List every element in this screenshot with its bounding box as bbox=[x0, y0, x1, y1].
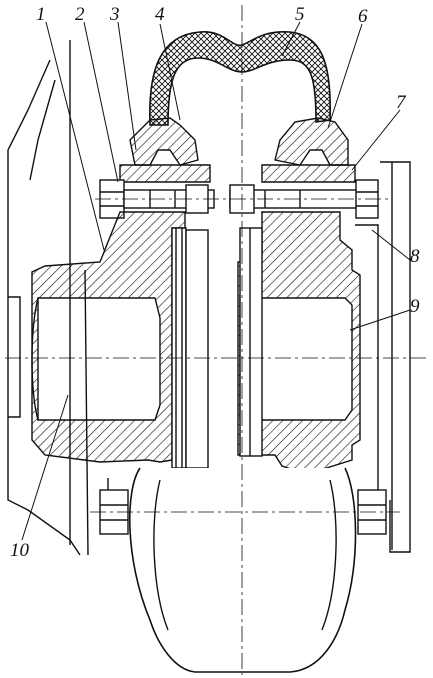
left-half-coupling bbox=[31, 211, 186, 463]
leader-3 bbox=[117, 21, 137, 151]
lower-left-bolt bbox=[99, 478, 129, 535]
left-shaft bbox=[8, 296, 21, 418]
right-clamping-ring bbox=[274, 117, 349, 166]
callout-3: 3 bbox=[109, 4, 120, 25]
callout-6: 6 bbox=[358, 6, 368, 27]
left-web bbox=[171, 227, 209, 469]
leader-1 bbox=[45, 21, 105, 251]
leader-9 bbox=[349, 309, 411, 331]
right-brake-disk bbox=[355, 161, 411, 553]
right-web bbox=[239, 227, 263, 457]
callout-10: 10 bbox=[10, 540, 30, 561]
callout-8: 8 bbox=[410, 246, 420, 267]
leader-5 bbox=[281, 21, 301, 57]
rubber-tire-element bbox=[148, 31, 331, 126]
left-bore bbox=[31, 297, 39, 421]
tire-lower-body bbox=[128, 467, 357, 673]
callout-9: 9 bbox=[410, 296, 420, 317]
leader-6 bbox=[327, 23, 363, 129]
callout-1: 1 bbox=[36, 4, 46, 25]
tire-inner-line bbox=[153, 479, 169, 631]
leader-7 bbox=[351, 109, 401, 171]
callout-labels: 1 2 3 4 5 6 7 8 9 10 bbox=[10, 4, 420, 561]
callout-7: 7 bbox=[396, 92, 407, 113]
leader-lines bbox=[21, 21, 411, 541]
callout-5: 5 bbox=[295, 4, 305, 25]
centre-lines bbox=[5, 5, 428, 675]
tire-inner-line-right bbox=[321, 479, 337, 631]
callout-4: 4 bbox=[155, 4, 165, 25]
left-clamping-ring bbox=[129, 117, 199, 166]
leader-8 bbox=[371, 229, 411, 261]
callout-2: 2 bbox=[75, 4, 85, 25]
leader-4 bbox=[159, 23, 181, 121]
leader-2 bbox=[83, 21, 119, 183]
left-flange-plate bbox=[119, 164, 211, 183]
leader-10 bbox=[21, 394, 69, 541]
right-flange-plate bbox=[261, 164, 356, 183]
